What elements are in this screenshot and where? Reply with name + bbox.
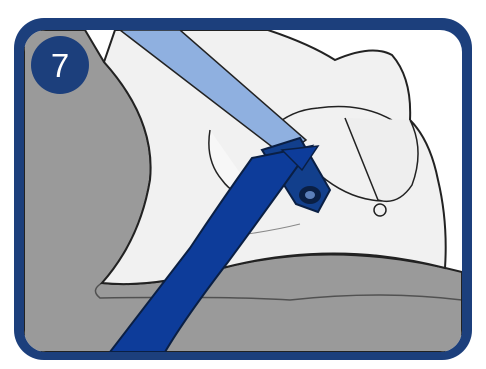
step-number: 7 [51, 49, 69, 82]
step-badge: 7 [31, 36, 89, 94]
